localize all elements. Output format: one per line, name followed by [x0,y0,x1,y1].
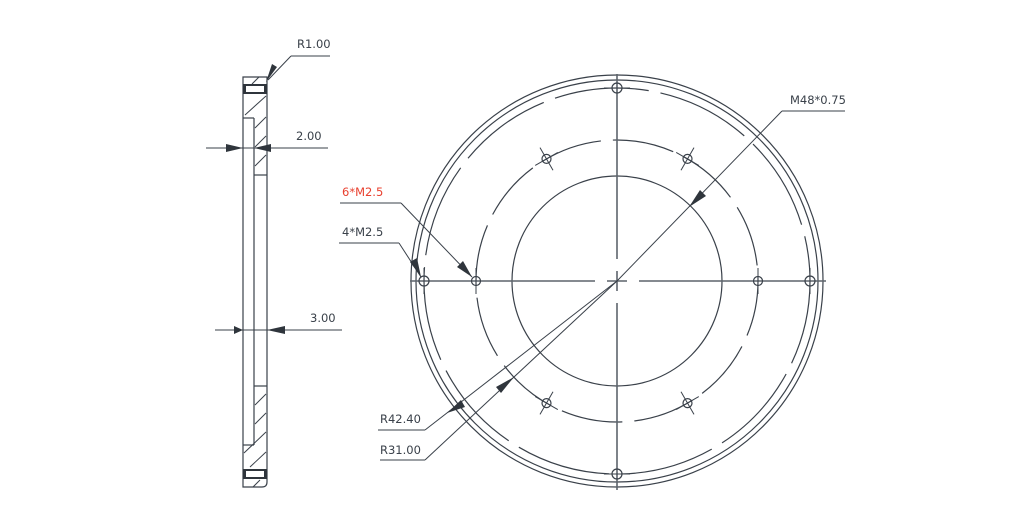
label-thickness-2: 2.00 [296,129,322,143]
holes-six [470,147,764,415]
hatch-top [244,76,267,167]
label-thickness-3: 3.00 [310,311,336,325]
label-r42: R42.40 [380,412,421,426]
label-holes-four: 4*M2.5 [342,225,383,239]
label-holes-six: 6*M2.5 [342,185,383,199]
section-view: R1.00 2.00 3.00 [206,37,342,488]
center-lines [410,74,826,490]
hatch-bottom [243,393,267,488]
label-thread: M48*0.75 [790,93,846,107]
label-r1: R1.00 [297,37,331,51]
holes-four [418,82,816,480]
label-r31: R31.00 [380,443,421,457]
front-view: M48*0.75 6*M2.5 4*M2.5 R42.40 R31.00 [339,74,846,490]
